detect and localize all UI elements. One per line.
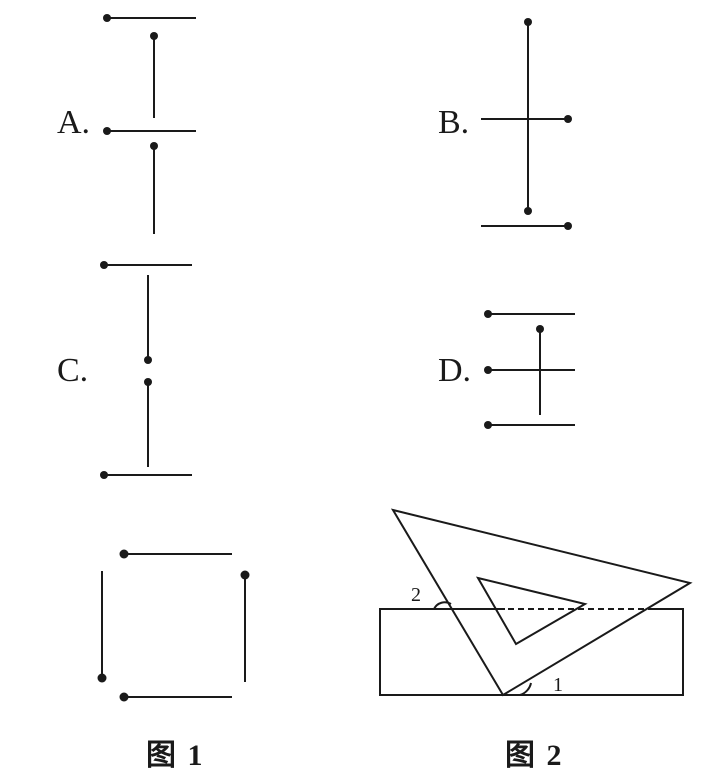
- angle-1-label: 1: [553, 674, 563, 696]
- option-b-label[interactable]: B.: [438, 104, 470, 141]
- option-a-figure: [103, 14, 196, 234]
- option-a-label[interactable]: A.: [57, 104, 91, 141]
- option-c-label[interactable]: C.: [57, 352, 89, 389]
- option-d-label[interactable]: D.: [438, 352, 472, 389]
- figure1-caption: 图 1: [146, 739, 205, 772]
- set-square-inner: [475, 576, 588, 646]
- option-d-figure: [484, 310, 575, 429]
- figure2-caption: 图 2: [505, 739, 564, 772]
- angle-2-arc: [433, 601, 452, 610]
- set-square-outer: [390, 508, 693, 697]
- option-c-figure: [100, 261, 192, 479]
- ruler-rectangle: [379, 608, 684, 696]
- figure2-diagram: [379, 508, 693, 697]
- angle-1-arc: [519, 682, 532, 696]
- angle-2-label: 2: [411, 584, 421, 606]
- option-b-figure: [481, 18, 572, 230]
- figure1-diagram: [97, 549, 250, 702]
